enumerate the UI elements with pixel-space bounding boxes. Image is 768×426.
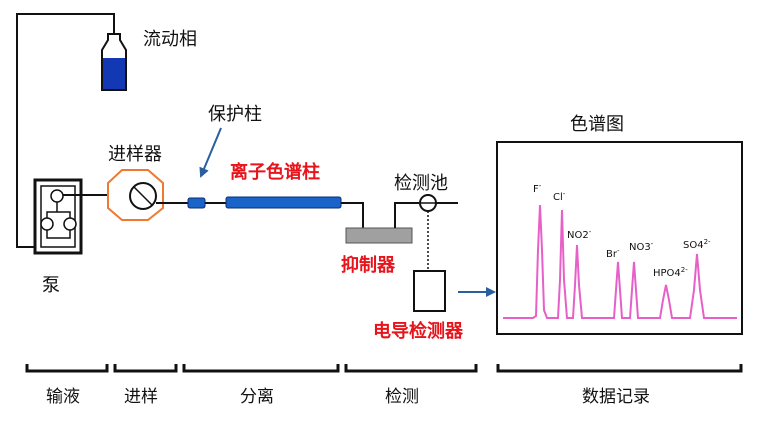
ion-column — [225, 196, 342, 209]
pump-label: 泵 — [42, 275, 60, 296]
stage-label-separation: 分离 — [240, 387, 274, 407]
tubing-suppressor-cell — [394, 202, 419, 228]
ion-column-label: 离子色谱柱 — [230, 161, 320, 183]
stage-bracket-detection — [344, 364, 478, 373]
stage-bracket-separation — [182, 364, 340, 373]
pump — [33, 178, 83, 255]
conductivity-cell — [419, 194, 437, 212]
peak-label-cl: Cl- — [553, 190, 566, 203]
stage-label-data: 数据记录 — [582, 387, 650, 407]
svg-text:Br-: Br- — [606, 247, 620, 260]
peak-label-f: F- — [533, 182, 542, 195]
conductivity-detector — [413, 270, 446, 312]
stage-label-detection: 检测 — [385, 387, 419, 407]
stage-bracket-data — [496, 364, 743, 373]
mobile-phase-label: 流动相 — [143, 29, 197, 50]
stage-label-injection: 进样 — [124, 387, 158, 407]
svg-text:SO42-: SO42- — [683, 238, 711, 251]
peak-label-hpo4: HPO42- — [653, 266, 688, 279]
peak-label-no2: NO2- — [567, 228, 592, 241]
injector-valve — [107, 169, 164, 221]
svg-text:F-: F- — [533, 182, 542, 195]
injector-label: 进样器 — [108, 144, 162, 165]
svg-text:HPO42-: HPO42- — [653, 266, 688, 279]
chromatogram-title: 色谱图 — [570, 114, 624, 135]
stage-bracket-delivery — [25, 364, 109, 373]
suppressor-label: 抑制器 — [341, 255, 396, 276]
peak-label-br: Br- — [606, 247, 620, 260]
guard-column-pointer — [199, 127, 222, 178]
cell-label: 检测池 — [394, 173, 448, 194]
peak-label-so4: SO42- — [683, 238, 711, 251]
svg-text:Cl-: Cl- — [553, 190, 566, 203]
svg-text:NO3-: NO3- — [629, 240, 654, 253]
mobile-phase-bottle — [101, 33, 127, 91]
stage-bracket-injection — [113, 364, 178, 373]
chromatogram-trace — [503, 204, 737, 319]
guard-column-label: 保护柱 — [208, 104, 262, 125]
stage-label-delivery: 输液 — [46, 387, 80, 407]
peak-label-no3: NO3- — [629, 240, 654, 253]
suppressor — [345, 227, 413, 244]
guard-column — [187, 197, 206, 209]
tubing-column-suppressor — [341, 202, 364, 228]
detector-label: 电导检测器 — [373, 320, 464, 342]
svg-text:NO2-: NO2- — [567, 228, 592, 241]
mobile-phase-tubing — [16, 13, 115, 248]
